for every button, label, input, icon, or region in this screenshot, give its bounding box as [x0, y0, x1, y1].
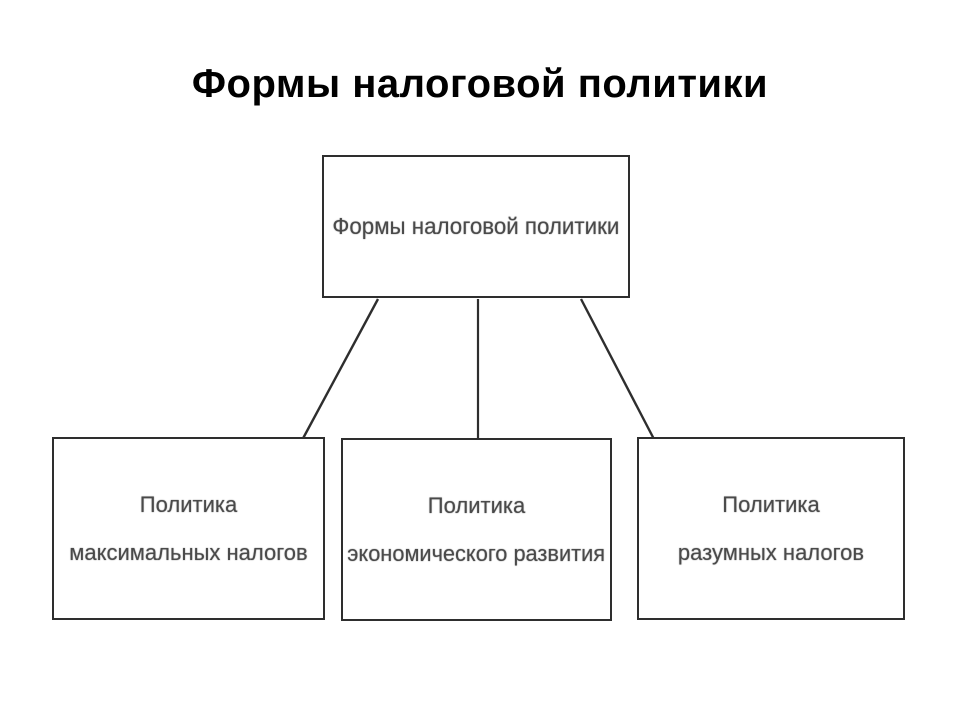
node-economic-development[interactable]: Политика экономического развития [341, 438, 612, 621]
node-economic-development-label-line-2: экономического развития [347, 540, 606, 566]
node-reasonable-taxes-label-line-1: Политика [722, 492, 820, 518]
node-max-taxes-label-line-1: Политика [139, 492, 238, 518]
node-max-taxes[interactable]: Политика максимальных налогов [52, 437, 325, 620]
page-title: Формы налоговой политики [191, 62, 769, 106]
connector-line-left [298, 298, 380, 445]
node-reasonable-taxes[interactable]: Политика разумных налогов [637, 437, 905, 620]
connector-line-right [579, 298, 658, 444]
node-reasonable-taxes-label-line-2: разумных налогов [677, 539, 865, 565]
node-root[interactable]: Формы налоговой политики [322, 155, 630, 298]
node-max-taxes-label-line-2: максимальных налогов [69, 539, 308, 565]
node-root-label: Формы налоговой политики [332, 213, 620, 240]
node-economic-development-label-line-1: Политика [427, 493, 526, 519]
